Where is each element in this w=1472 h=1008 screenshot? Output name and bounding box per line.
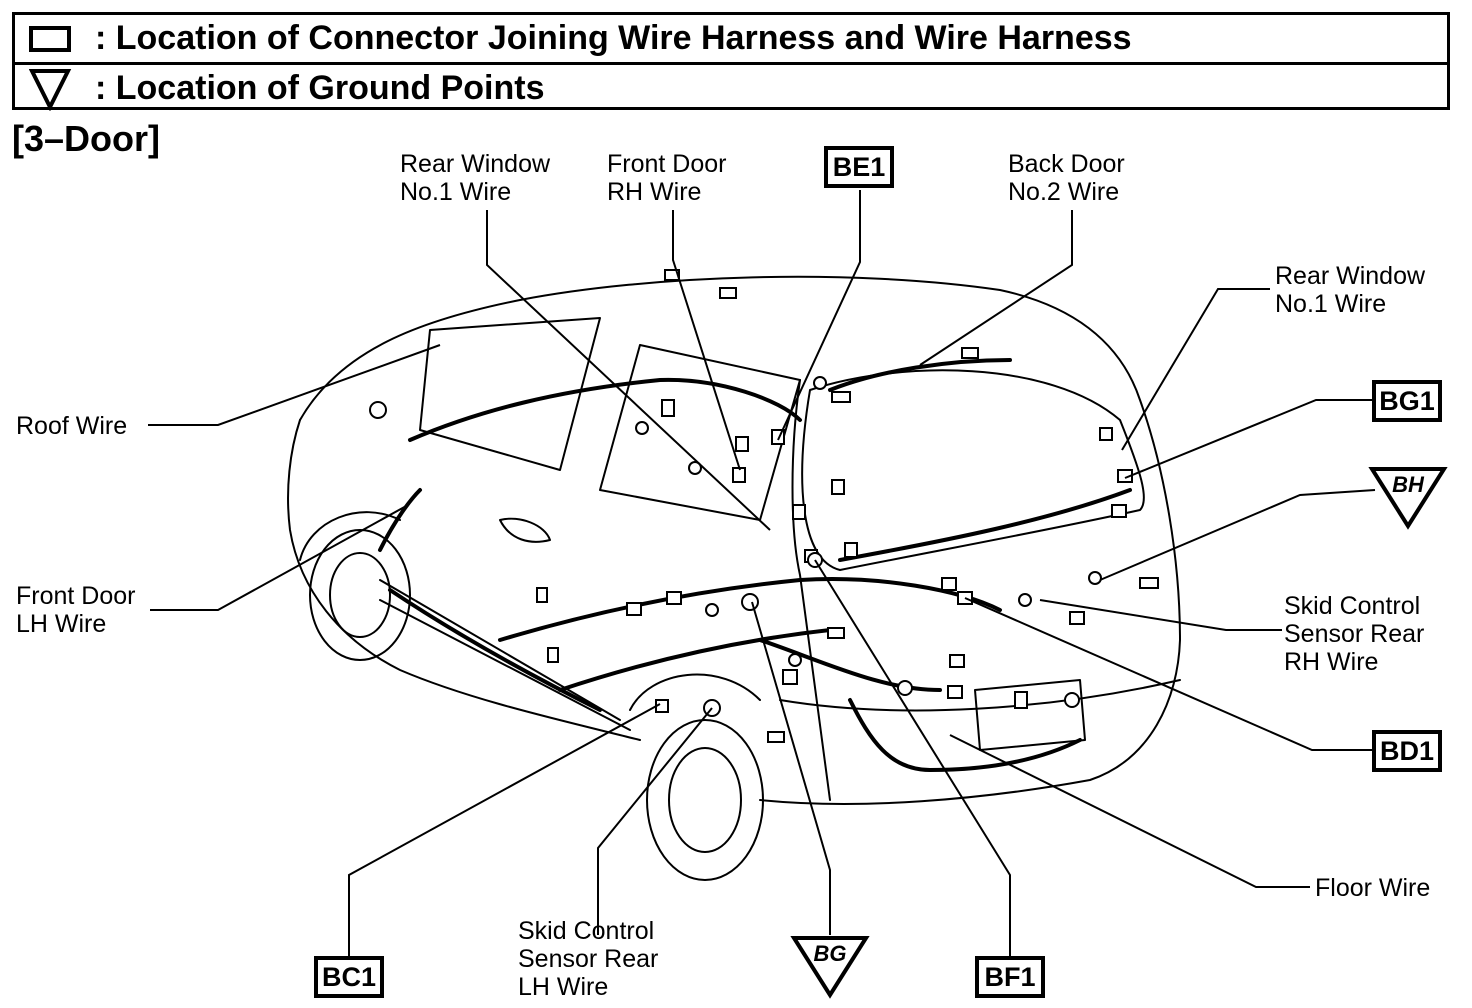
floor-harness-2	[558, 628, 832, 692]
leader-bc1	[348, 703, 661, 958]
label-back-door-no2: Back Door No.2 Wire	[1008, 150, 1125, 206]
ground-bh-label: BH	[1392, 472, 1424, 497]
front-wheel	[309, 529, 411, 661]
connector-bg1: BG1	[1372, 380, 1442, 422]
label-line: No.1 Wire	[1275, 290, 1387, 318]
label-line: LH Wire	[518, 973, 609, 1001]
label-floor-wire: Floor Wire	[1315, 874, 1430, 902]
car-roof-outline	[299, 275, 1181, 805]
rear-floor-harness	[758, 638, 942, 692]
label-line: No.1 Wire	[400, 178, 512, 206]
ground-bg: BG	[790, 935, 870, 999]
roof-harness	[408, 377, 802, 442]
front-wheel-rim	[329, 552, 391, 638]
label-line: Rear Window	[1275, 262, 1426, 290]
license-plate	[974, 679, 1086, 751]
connector-bd1: BD1	[1372, 730, 1442, 772]
back-door-harness	[828, 358, 1012, 392]
leader-front-door-rh	[672, 210, 741, 471]
label-skid-rear-rh: Skid Control Sensor Rear RH Wire	[1284, 592, 1424, 676]
label-line: Floor Wire	[1315, 874, 1431, 902]
ground-triangle-icon	[1368, 467, 1448, 530]
rear-window-harness	[838, 488, 1132, 562]
bumper-line	[779, 679, 1181, 712]
rear-wheel-rim	[668, 747, 742, 853]
leader-skid-rh	[1039, 599, 1282, 631]
label-line: No.2 Wire	[1008, 178, 1120, 206]
label-line: Sensor Rear	[518, 945, 659, 973]
door-handle	[499, 517, 551, 543]
ground-triangle-icon	[29, 69, 72, 111]
leader-rear-window-left	[486, 210, 771, 531]
legend-connector-row: : Location of Connector Joining Wire Har…	[15, 15, 1447, 65]
label-rear-window-right: Rear Window No.1 Wire	[1275, 262, 1425, 318]
leader-bd1	[964, 597, 1372, 751]
label-rear-window-left: Rear Window No.1 Wire	[400, 150, 550, 206]
rear-wheel	[646, 719, 764, 881]
connector-box-icon	[29, 26, 71, 52]
leader-floor-wire	[949, 734, 1310, 888]
legend-ground-text: : Location of Ground Points	[95, 69, 545, 107]
label-roof-wire: Roof Wire	[16, 412, 127, 440]
leader-bh	[1099, 489, 1376, 581]
car-side-window	[419, 317, 601, 471]
legend-ground-row: : Location of Ground Points	[15, 65, 1447, 112]
leader-back-door-no2	[919, 210, 1073, 366]
rear-wheel-arch	[629, 673, 761, 711]
legend-connector-text: : Location of Connector Joining Wire Har…	[95, 19, 1132, 57]
label-line: Front Door	[16, 582, 136, 610]
back-door-outline	[791, 379, 831, 801]
leader-bf1	[814, 559, 1011, 960]
lower-rear-harness	[848, 698, 1082, 773]
leader-roof-wire	[148, 344, 441, 426]
label-line: Back Door	[1008, 150, 1125, 178]
front-wheel-arch	[299, 511, 401, 561]
floor-harness	[498, 577, 1002, 642]
connector-bc1: BC1	[314, 956, 384, 998]
label-line: Front Door	[607, 150, 727, 178]
ground-triangle-icon	[790, 936, 870, 999]
sill-harness	[388, 588, 602, 712]
ground-bg-label: BG	[813, 941, 847, 966]
label-line: LH Wire	[16, 610, 107, 638]
connector-be1: BE1	[824, 146, 894, 188]
label-line: RH Wire	[1284, 648, 1379, 676]
leader-be1	[777, 190, 861, 441]
leader-bg	[751, 601, 831, 935]
label-front-door-rh: Front Door RH Wire	[607, 150, 726, 206]
car-front-outline	[287, 419, 641, 741]
label-front-door-lh: Front Door LH Wire	[16, 582, 135, 638]
leader-front-door-lh	[150, 504, 409, 611]
legend: : Location of Connector Joining Wire Har…	[12, 12, 1450, 112]
label-line: Roof Wire	[16, 412, 128, 440]
leader-bg1	[1124, 399, 1372, 479]
ground-bh: BH	[1368, 466, 1448, 530]
label-line: Rear Window	[400, 150, 551, 178]
car-sill-line	[379, 579, 621, 721]
car-rear-window	[801, 369, 1145, 571]
label-line: RH Wire	[607, 178, 702, 206]
connector-bf1: BF1	[975, 956, 1045, 998]
car-sill-line-2	[379, 599, 631, 731]
section-title: [3–Door]	[12, 118, 161, 159]
label-line: Sensor Rear	[1284, 620, 1425, 648]
label-line: Skid Control	[1284, 592, 1421, 620]
leader-skid-lh	[597, 707, 713, 935]
label-skid-rear-lh: Skid Control Sensor Rear LH Wire	[518, 917, 658, 1001]
front-door-harness	[378, 488, 422, 552]
leader-rear-window-right	[1121, 288, 1270, 451]
label-line: Skid Control	[518, 917, 655, 945]
car-quarter-window	[599, 344, 801, 521]
